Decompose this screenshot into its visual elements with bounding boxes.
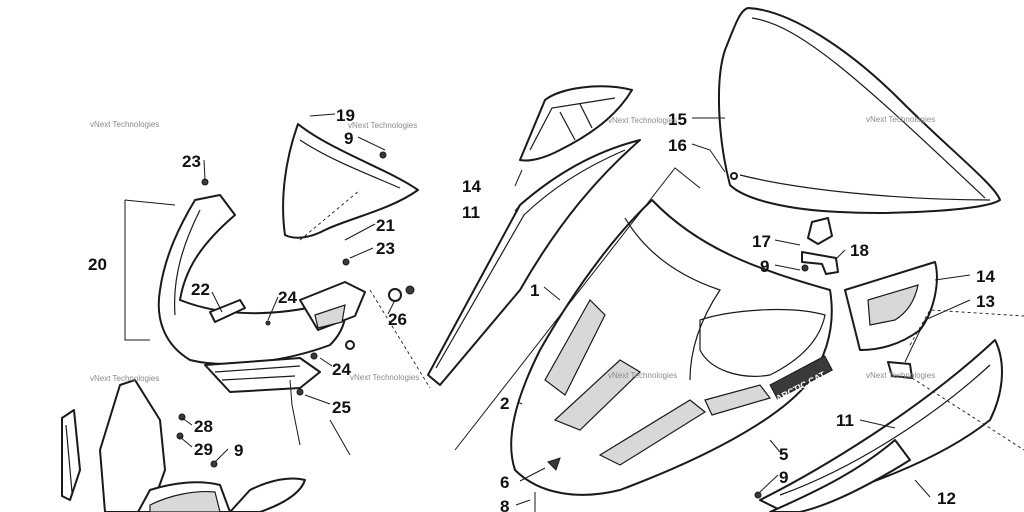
callout-21: 21 bbox=[376, 216, 395, 235]
callout-13: 13 bbox=[976, 292, 995, 311]
callout-28: 28 bbox=[194, 417, 213, 436]
callout-9-b: 9 bbox=[779, 468, 788, 487]
callout-16: 16 bbox=[668, 136, 687, 155]
side-strip-left-part bbox=[427, 139, 641, 386]
callout-9-c: 9 bbox=[344, 129, 353, 148]
callout-14-b: 14 bbox=[976, 267, 995, 286]
callout-24-a: 24 bbox=[278, 288, 297, 307]
watermark-text: vNext Technologies bbox=[348, 121, 417, 130]
hood-vent-left bbox=[544, 299, 606, 396]
watermarks: vNext Technologies vNext Technologies vN… bbox=[90, 115, 935, 383]
hood-part bbox=[510, 199, 833, 496]
callout-14-a: 14 bbox=[462, 177, 481, 196]
mirror-bracket-part bbox=[807, 217, 833, 245]
upper-cowl-part bbox=[282, 123, 419, 239]
windshield-part bbox=[717, 7, 1001, 214]
callout-20: 20 bbox=[88, 255, 107, 274]
callout-22: 22 bbox=[191, 280, 210, 299]
trim-strip-right-part bbox=[769, 439, 911, 512]
callout-9-d: 9 bbox=[234, 441, 243, 460]
callout-8: 8 bbox=[500, 497, 509, 512]
callout-5: 5 bbox=[779, 445, 788, 464]
callout-labels: 1 2 5 6 8 9 9 9 9 11 11 12 13 14 14 15 1… bbox=[88, 106, 995, 512]
callout-24-b: 24 bbox=[332, 360, 351, 379]
callout-9-a: 9 bbox=[760, 257, 769, 276]
nose-cowl-part bbox=[157, 194, 347, 365]
callout-15: 15 bbox=[668, 110, 687, 129]
callout-11-a: 11 bbox=[462, 203, 480, 222]
callout-29: 29 bbox=[194, 440, 213, 459]
callout-18: 18 bbox=[850, 241, 869, 260]
callout-23-b: 23 bbox=[376, 239, 395, 258]
callout-26: 26 bbox=[388, 310, 407, 329]
watermark-text: vNext Technologies bbox=[866, 371, 935, 380]
grommet-part bbox=[730, 172, 738, 180]
lower-grille-part bbox=[204, 357, 321, 393]
leader-lines bbox=[179, 113, 971, 506]
callout-12: 12 bbox=[937, 489, 956, 508]
callout-2: 2 bbox=[500, 394, 509, 413]
watermark-text: vNext Technologies bbox=[350, 373, 419, 382]
callout-25: 25 bbox=[332, 398, 351, 417]
callout-11-b: 11 bbox=[836, 411, 854, 430]
vent-upper-part bbox=[519, 85, 633, 162]
watermark-text: vNext Technologies bbox=[90, 120, 159, 129]
callout-23-a: 23 bbox=[182, 152, 201, 171]
watermark-text: vNext Technologies bbox=[90, 374, 159, 383]
watermark-text: vNext Technologies bbox=[608, 116, 677, 125]
callout-17: 17 bbox=[752, 232, 771, 251]
callout-19: 19 bbox=[336, 106, 355, 125]
callout-6: 6 bbox=[500, 473, 509, 492]
callout-1: 1 bbox=[530, 281, 539, 300]
watermark-text: vNext Technologies bbox=[866, 115, 935, 124]
watermark-text: vNext Technologies bbox=[608, 371, 677, 380]
